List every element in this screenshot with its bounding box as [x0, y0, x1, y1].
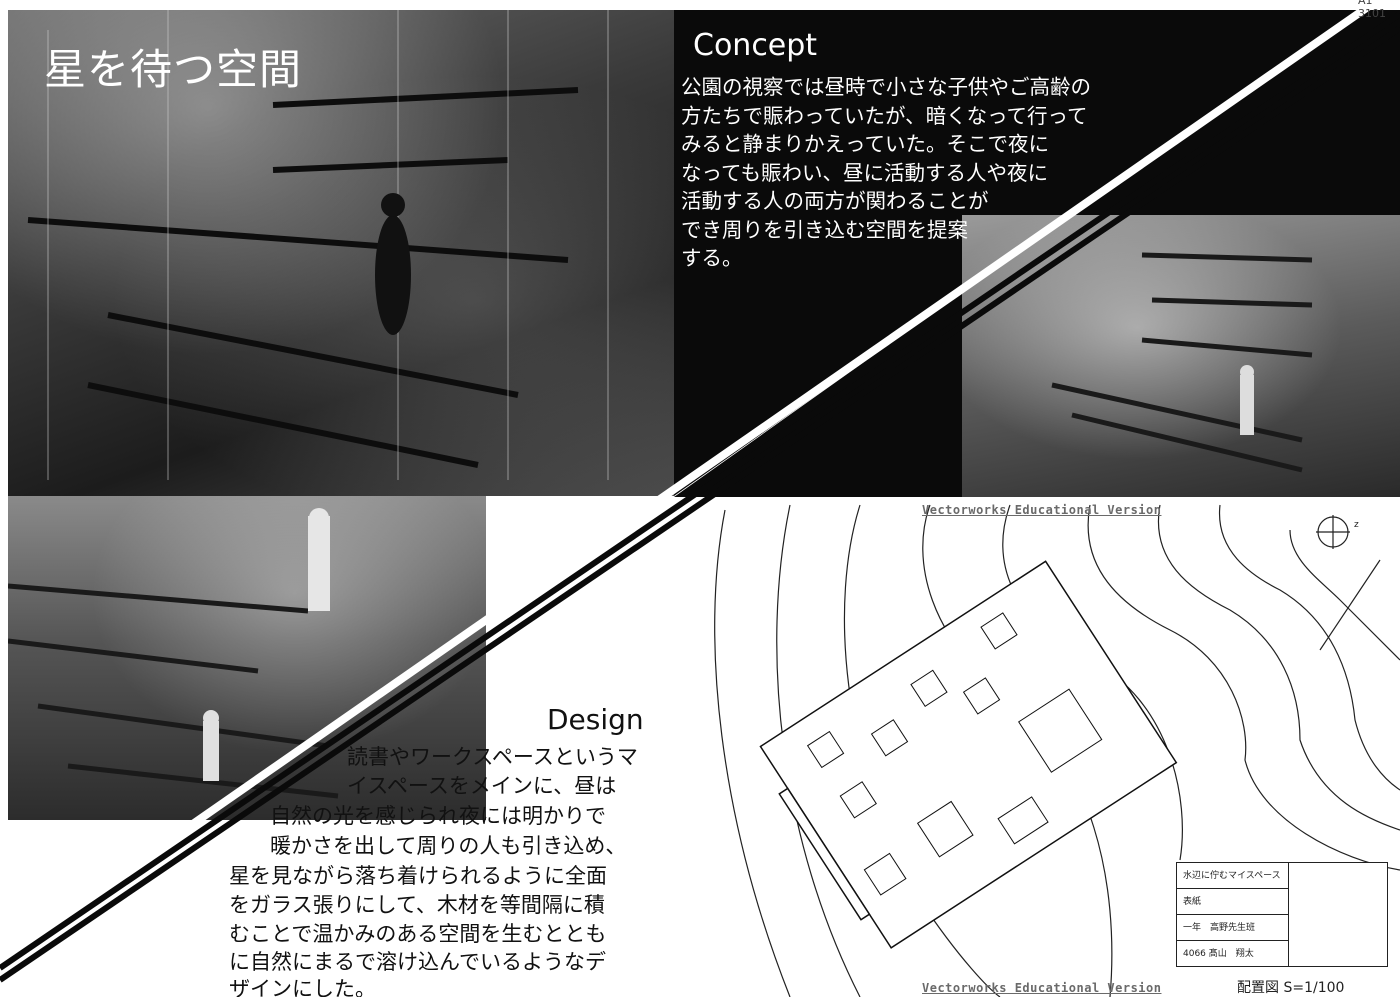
design-line: 読書やワークスペースというマ — [347, 745, 638, 769]
concept-heading: Concept — [693, 28, 818, 63]
design-line: 暖かさを出して周りの人も引き込め、 — [270, 834, 627, 858]
design-line: ザインにした。 — [229, 977, 376, 997]
design-line: イスペースをメインに、昼は — [347, 774, 617, 798]
title-block-class: 一年 高野先生班 — [1177, 915, 1289, 941]
design-line: むことで温かみのある空間を生むととも — [229, 922, 607, 946]
title-block-project: 水辺に佇むマイスペース — [1177, 863, 1289, 889]
drawing-scale-label: 配置図 S=1/100 — [1237, 980, 1345, 996]
watermark-top: Vectorworks Educational Version — [922, 503, 1162, 517]
design-heading: Design — [547, 703, 644, 736]
concept-line: する。 — [681, 246, 743, 270]
sheet-number: A1 3101 — [1358, 0, 1386, 20]
drawing-title-block: 水辺に佇むマイスペース 表紙 一年 高野先生班 4066 髙山 翔太 — [1176, 862, 1388, 967]
design-line: 星を見ながら落ち着けられるように全面 — [229, 864, 607, 888]
building-outline — [759, 560, 1178, 949]
watermark-bottom: Vectorworks Educational Version — [922, 981, 1162, 995]
north-arrow-icon — [1316, 515, 1350, 549]
design-line: をガラス張りにして、木材を等間隔に積 — [229, 893, 605, 917]
concept-line: 活動する人の両方が関わることが — [681, 189, 989, 213]
title-block-student: 4066 髙山 翔太 — [1177, 941, 1289, 967]
concept-line: 公園の視察では昼時で小さな子供やご高齢の — [681, 75, 1091, 99]
concept-line: でき周りを引き込む空間を提案 — [681, 217, 968, 242]
title-block-sheet: 表紙 — [1177, 889, 1289, 915]
north-mark-label: z — [1354, 520, 1359, 530]
concept-text: 公園の視察では昼時で小さな子供やご高齢の 方たちで賑わっていたが、暗くなって行っ… — [681, 73, 1161, 273]
design-line: に自然にまるで溶け込んでいるようなデ — [229, 950, 606, 974]
concept-line: なっても賑わい、昼に活動する人や夜に — [681, 160, 1048, 185]
concept-line: 方たちで賑わっていたが、暗くなって行って — [681, 103, 1088, 128]
design-line: 自然の光を感じられ夜には明かりで — [270, 804, 606, 828]
concept-line: みると静まりかえっていた。そこで夜に — [681, 132, 1049, 156]
